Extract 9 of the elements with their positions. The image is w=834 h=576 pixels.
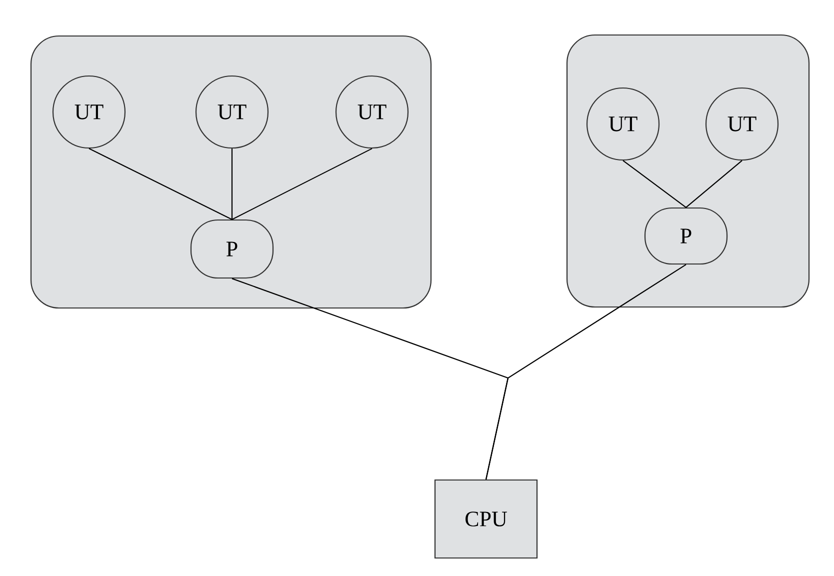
processor-node: P: [190, 219, 274, 279]
connector-line: [622, 160, 686, 208]
processor-node: P: [644, 207, 728, 265]
connector-line: [88, 148, 232, 220]
connector-line: [485, 264, 686, 480]
connector-line: [686, 160, 742, 208]
connector-line: [232, 148, 372, 220]
connector-line: [231, 148, 233, 220]
cpu-box: CPU: [434, 479, 538, 559]
